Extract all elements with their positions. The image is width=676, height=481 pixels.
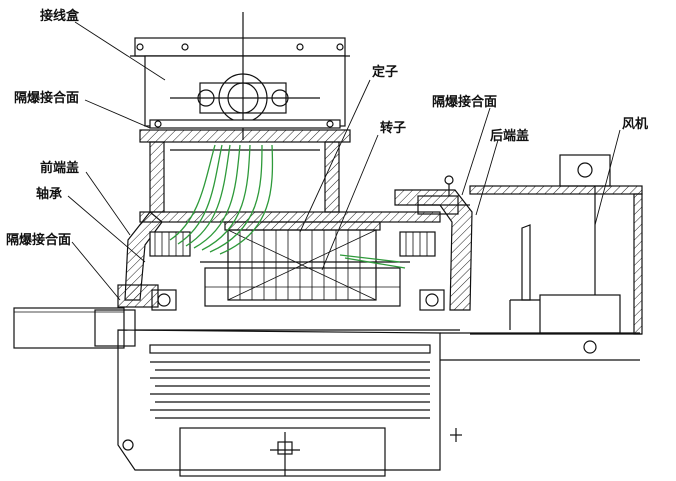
stator-windings (169, 144, 406, 269)
label-front-end-cover: 前端盖 (40, 161, 80, 176)
leader-lines (67, 21, 621, 301)
label-stator: 定子 (372, 65, 399, 80)
front-end-cover (117, 211, 191, 308)
label-rear-end-cover: 后端盖 (490, 129, 530, 144)
label-rotor: 转子 (380, 121, 407, 136)
label-bearing: 轴承 (36, 187, 63, 202)
bearing-front (151, 289, 177, 311)
shaft (13, 307, 136, 349)
outer-frame (117, 329, 640, 477)
label-fan: 风机 (622, 117, 649, 132)
label-flameproof-joint-bottom: 隔爆接合面 (6, 233, 72, 248)
terminal-neck (139, 129, 351, 213)
junction-box (130, 12, 350, 140)
cooling-fins (150, 361, 430, 419)
rear-end-cover (394, 175, 473, 311)
fan-housing (469, 154, 643, 335)
label-flameproof-joint-right: 隔爆接合面 (432, 95, 498, 110)
label-junction-box: 接线盒 (40, 9, 80, 24)
rotor (204, 267, 401, 307)
label-flameproof-joint-top: 隔爆接合面 (14, 91, 80, 106)
bearing-rear (419, 289, 445, 311)
